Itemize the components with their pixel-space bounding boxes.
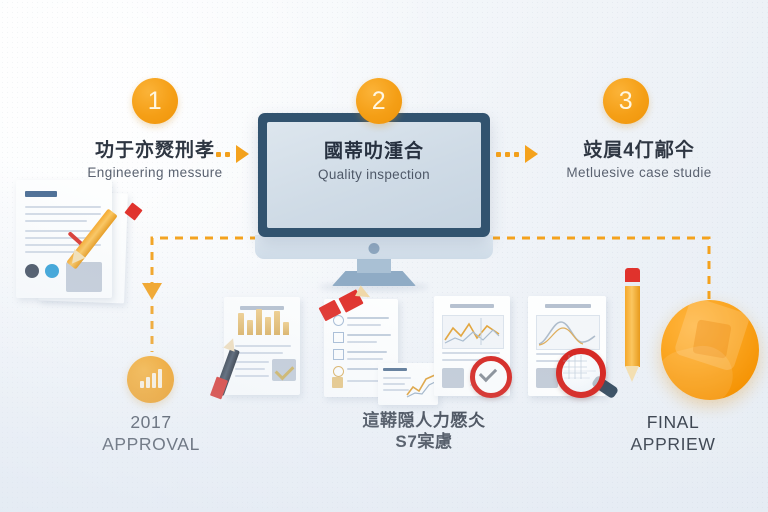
pencil-icon-tall-eraser [625,268,640,282]
check-circle-icon [470,356,512,398]
document-badge-icon [45,264,59,278]
arrow-right-icon-step1-to-step2 [216,145,249,163]
caption-approval: 2017 APPROVAL [41,412,261,456]
caption-center-line1: 這鞯隠人力憠仌 [362,411,486,430]
step-title-cn-3: 攱屓4仃鄗仐 [583,140,695,161]
caption-final-line1: FINAL [646,412,700,432]
bar-chart-icon [139,369,162,388]
step-title-en-3: Metluesive case studie [566,165,712,180]
monitor-illustration: 國蒂叻湩合 Quality inspection [255,113,493,291]
line-graph-icon-small [406,374,436,398]
step-badge-1[interactable]: 1 [132,78,178,124]
step-number-2: 2 [371,86,387,115]
monitor-power-dot [368,243,380,254]
monitor-screen-title-cn: 國蒂叻湩合 [323,141,424,162]
step-number-3: 3 [618,86,634,115]
step-title-en-1: Engineering messure [87,165,223,180]
caption-approval-line1: 2017 [130,412,172,432]
line-graph-icon-doc-c [444,318,500,345]
monitor-frame: 國蒂叻湩合 Quality inspection [258,113,490,237]
step-number-1: 1 [147,86,163,115]
pencil-icon-tall-body [625,285,640,367]
pencil-icon-mid-eraser [209,376,229,400]
orange-sphere-icon [661,300,759,400]
document-small-graph [378,363,438,405]
bar-chart-icon-badge[interactable] [127,356,174,403]
pencil-icon-tall-tip [625,366,639,382]
monitor-screen-title-en: Quality inspection [318,167,430,182]
caption-center: 這鞯隠人力憠仌 S7宲慮 [314,410,534,453]
step-title-3: 攱屓4仃鄗仐 Metluesive case studie [524,135,754,180]
pencil-icon-tall-ferrule [625,282,640,286]
monitor-base [332,271,416,286]
magnifier-icon [556,348,606,398]
caption-approval-line2: APPROVAL [102,433,200,454]
line-graph-icon-doc-d [538,321,596,346]
caption-center-line2: S7宲慮 [395,432,453,452]
step-badge-2[interactable]: 2 [356,78,402,124]
caption-final-appriew: FINAL APPRIEW [563,412,768,456]
monitor-screen: 國蒂叻湩合 Quality inspection [267,122,481,228]
monitor-neck [357,258,391,273]
step-badge-3[interactable]: 3 [603,78,649,124]
caption-final-line2: APPRIEW [630,433,716,454]
document-seal-icon [25,264,39,278]
